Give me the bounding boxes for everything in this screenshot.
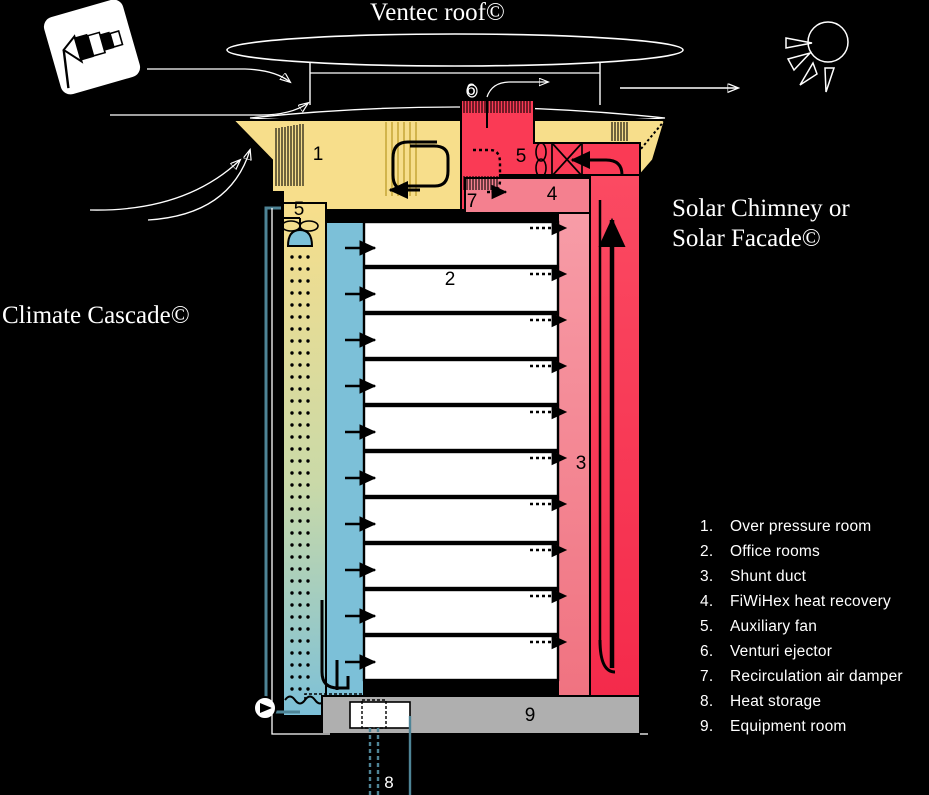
equipment-unit-inner bbox=[361, 699, 387, 729]
exhaust-arrows bbox=[530, 220, 568, 650]
heat-recovery-block bbox=[464, 177, 591, 214]
legend-number: 5. bbox=[700, 618, 714, 635]
intake-grille-right bbox=[611, 122, 628, 141]
cascade-return-pipe bbox=[264, 206, 300, 714]
office-floor bbox=[362, 588, 560, 636]
equipment-unit bbox=[349, 701, 411, 729]
legend-number: 2. bbox=[700, 543, 714, 560]
venturi-nozzle bbox=[466, 84, 478, 98]
list-item: 5. Auxiliary fan bbox=[700, 618, 903, 643]
list-item: 4. FiWiHex heat recovery bbox=[700, 593, 903, 618]
return-air-arrow bbox=[570, 151, 624, 176]
ventec-roof-label: Ventec roof© bbox=[370, 0, 505, 26]
building-outline-left bbox=[271, 208, 330, 735]
venturi-grille bbox=[463, 100, 531, 113]
list-item: 7. Recirculation air damper bbox=[700, 668, 903, 693]
legend-label: FiWiHex heat recovery bbox=[730, 593, 891, 610]
office-floor bbox=[362, 542, 560, 590]
tag-heat-recovery: 4 bbox=[547, 184, 558, 205]
shower-feed-pipe bbox=[280, 208, 300, 219]
climate-cascade-shaft bbox=[282, 202, 327, 717]
office-floor bbox=[362, 634, 560, 682]
venturi-exhaust-arrow bbox=[486, 82, 548, 98]
solar-chimney-label: Solar Chimney or Solar Facade© bbox=[672, 195, 850, 252]
legend-number: 7. bbox=[700, 668, 714, 685]
legend-number: 9. bbox=[700, 718, 714, 735]
tag-aux-fan-left: 5 bbox=[294, 199, 305, 220]
list-item: 8. Heat storage bbox=[700, 693, 903, 718]
legend-label: Auxiliary fan bbox=[730, 618, 818, 635]
tag-shunt-duct: 3 bbox=[576, 453, 587, 474]
tag-aux-fan-right: 5 bbox=[516, 146, 527, 167]
list-item: 6. Venturi ejector bbox=[700, 643, 903, 668]
legend-label: Heat storage bbox=[730, 693, 822, 710]
tag-recirc-damper: 7 bbox=[467, 191, 478, 212]
solar-chimney-column bbox=[589, 174, 641, 717]
legend-number: 1. bbox=[700, 518, 714, 535]
legend-label: Over pressure room bbox=[730, 518, 872, 535]
sun-icon bbox=[785, 21, 849, 93]
tag-over-pressure-room: 1 bbox=[313, 144, 324, 165]
legend-label: Recirculation air damper bbox=[730, 668, 903, 685]
tag-heat-storage: 8 bbox=[384, 773, 393, 792]
supply-arrows bbox=[345, 240, 377, 670]
windsock-icon bbox=[41, 0, 143, 97]
aux-fan-right-icon bbox=[535, 142, 547, 178]
supply-air-shaft bbox=[325, 221, 365, 717]
office-floor bbox=[362, 404, 560, 452]
office-floor bbox=[362, 266, 560, 314]
equipment-duct-dotted bbox=[304, 693, 388, 700]
cascade-droplets bbox=[290, 255, 310, 691]
shower-head-icon bbox=[286, 228, 314, 247]
wind-flow-arrows bbox=[89, 68, 308, 221]
legend-number: 3. bbox=[700, 568, 714, 585]
legend-number: 4. bbox=[700, 593, 714, 610]
list-item: 9. Equipment room bbox=[700, 718, 903, 743]
legend-number: 8. bbox=[700, 693, 714, 710]
legend-label: Shunt duct bbox=[730, 568, 807, 585]
office-floor bbox=[362, 450, 560, 498]
roof-shoulder-right-bevel bbox=[639, 119, 666, 151]
heat-storage-pipes bbox=[368, 716, 412, 795]
office-floor bbox=[362, 220, 560, 268]
ventec-roof-disc bbox=[226, 33, 684, 67]
office-floor bbox=[362, 358, 560, 406]
chimney-bottom-uturn bbox=[598, 639, 616, 674]
legend-list: 1. Over pressure room 2. Office rooms 3.… bbox=[700, 518, 903, 743]
tag-office-rooms: 2 bbox=[445, 269, 456, 290]
legend-label: Venturi ejector bbox=[730, 643, 833, 660]
tag-venturi-ejector: 6 bbox=[466, 80, 475, 99]
office-floor bbox=[362, 312, 560, 360]
legend-number: 6. bbox=[700, 643, 714, 660]
office-floor bbox=[362, 496, 560, 544]
office-floors bbox=[362, 220, 560, 682]
over-pressure-room bbox=[230, 119, 466, 211]
pump-triangle-glyph bbox=[260, 703, 272, 713]
tag-equipment-room: 9 bbox=[525, 705, 536, 726]
opr-supply-arrow bbox=[406, 144, 450, 188]
list-item: 3. Shunt duct bbox=[700, 568, 903, 593]
legend-label: Equipment room bbox=[730, 718, 847, 735]
intake-grille-left bbox=[275, 124, 304, 186]
climate-cascade-label: Climate Cascade© bbox=[2, 302, 190, 329]
legend-label: Office rooms bbox=[730, 543, 820, 560]
list-item: 2. Office rooms bbox=[700, 543, 903, 568]
list-item: 1. Over pressure room bbox=[700, 518, 903, 543]
